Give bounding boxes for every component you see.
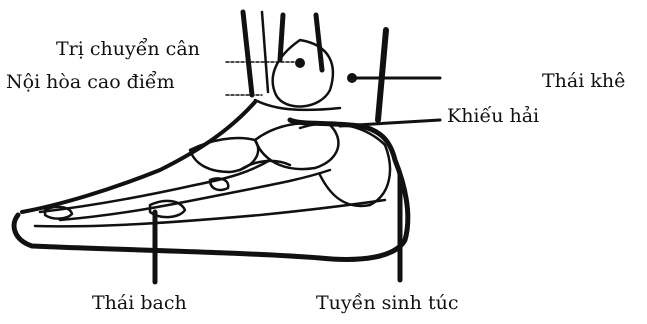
- label-noi-hoa-cao-diem: Nội hòa cao điểm: [6, 73, 175, 92]
- label-thai-bach: Thái bach: [92, 294, 187, 313]
- point-tri-chuyen-can: [295, 58, 305, 68]
- point-thai-khe: [347, 73, 357, 83]
- label-khieu-hai: Khiếu hải: [447, 107, 539, 126]
- label-tri-chuyen-can: Trị chuyển cân: [56, 40, 200, 59]
- label-tuyen-sinh-tuc: Tuyền sinh túc: [316, 294, 458, 313]
- label-thai-khe: Thái khê: [542, 72, 625, 91]
